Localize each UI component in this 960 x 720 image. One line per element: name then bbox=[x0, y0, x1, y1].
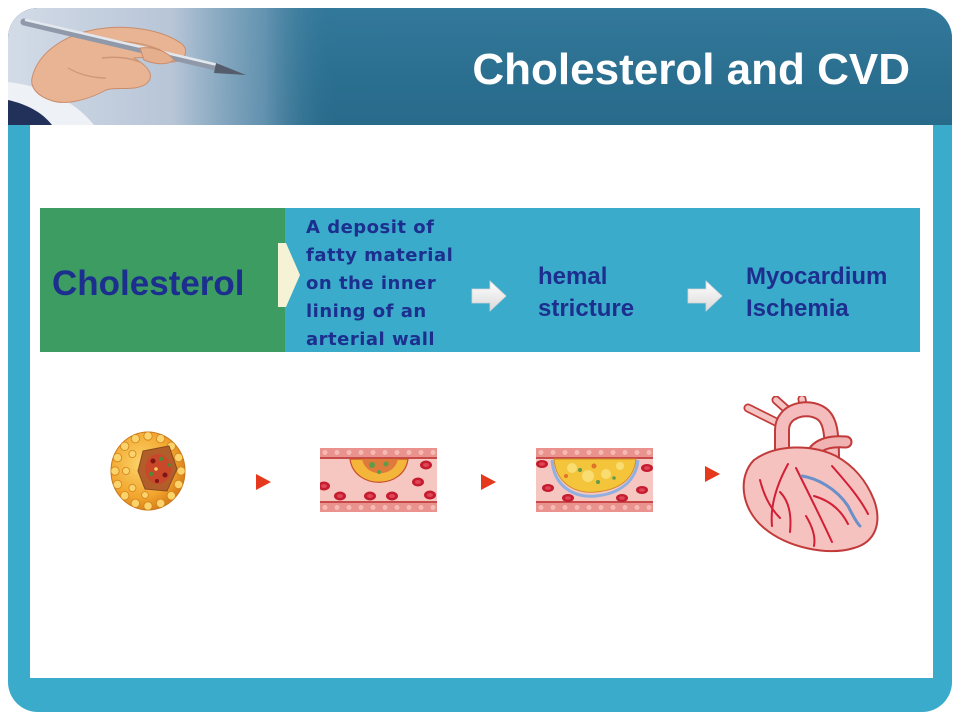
deposit-text-line: fatty material bbox=[306, 245, 454, 266]
chevron-right-icon bbox=[278, 243, 300, 307]
deposit-text-line: lining of an bbox=[306, 301, 427, 322]
deposit-text-line: arterial wall bbox=[306, 329, 436, 350]
flow-steps-box bbox=[285, 208, 920, 352]
stricture-text-line: stricture bbox=[538, 295, 635, 322]
slide-title: Cholesterol and CVD bbox=[472, 45, 910, 94]
red-triangle-right-icon bbox=[256, 474, 271, 490]
artery-plaque-icon bbox=[320, 448, 437, 512]
deposit-text-line: on the inner bbox=[306, 273, 437, 294]
flow-step-deposit: A deposit of fatty material on the inner… bbox=[306, 214, 466, 354]
stricture-text-line: hemal bbox=[538, 263, 608, 290]
flow-step-ischemia: Myocardium Ischemia bbox=[746, 261, 887, 325]
white-right-arrow-icon bbox=[687, 280, 723, 312]
red-triangle-right-icon bbox=[705, 466, 720, 482]
flow-start-box bbox=[40, 208, 285, 352]
flow-step-stricture: hemal stricture bbox=[538, 261, 634, 325]
slide-header: Cholesterol and CVD bbox=[8, 8, 952, 125]
white-right-arrow-icon bbox=[471, 280, 507, 312]
cholesterol-particle-icon bbox=[110, 431, 186, 511]
heart-coronary-icon bbox=[742, 396, 879, 552]
narrowed-artery-icon bbox=[536, 448, 653, 512]
ischemia-text-line: Myocardium bbox=[746, 263, 888, 290]
deposit-text-line: A deposit of bbox=[306, 217, 435, 238]
flow-start-label: Cholesterol bbox=[52, 264, 245, 303]
ischemia-text-line: Ischemia bbox=[746, 295, 849, 322]
hand-holding-pen-photo bbox=[8, 8, 338, 125]
red-triangle-right-icon bbox=[481, 474, 496, 490]
